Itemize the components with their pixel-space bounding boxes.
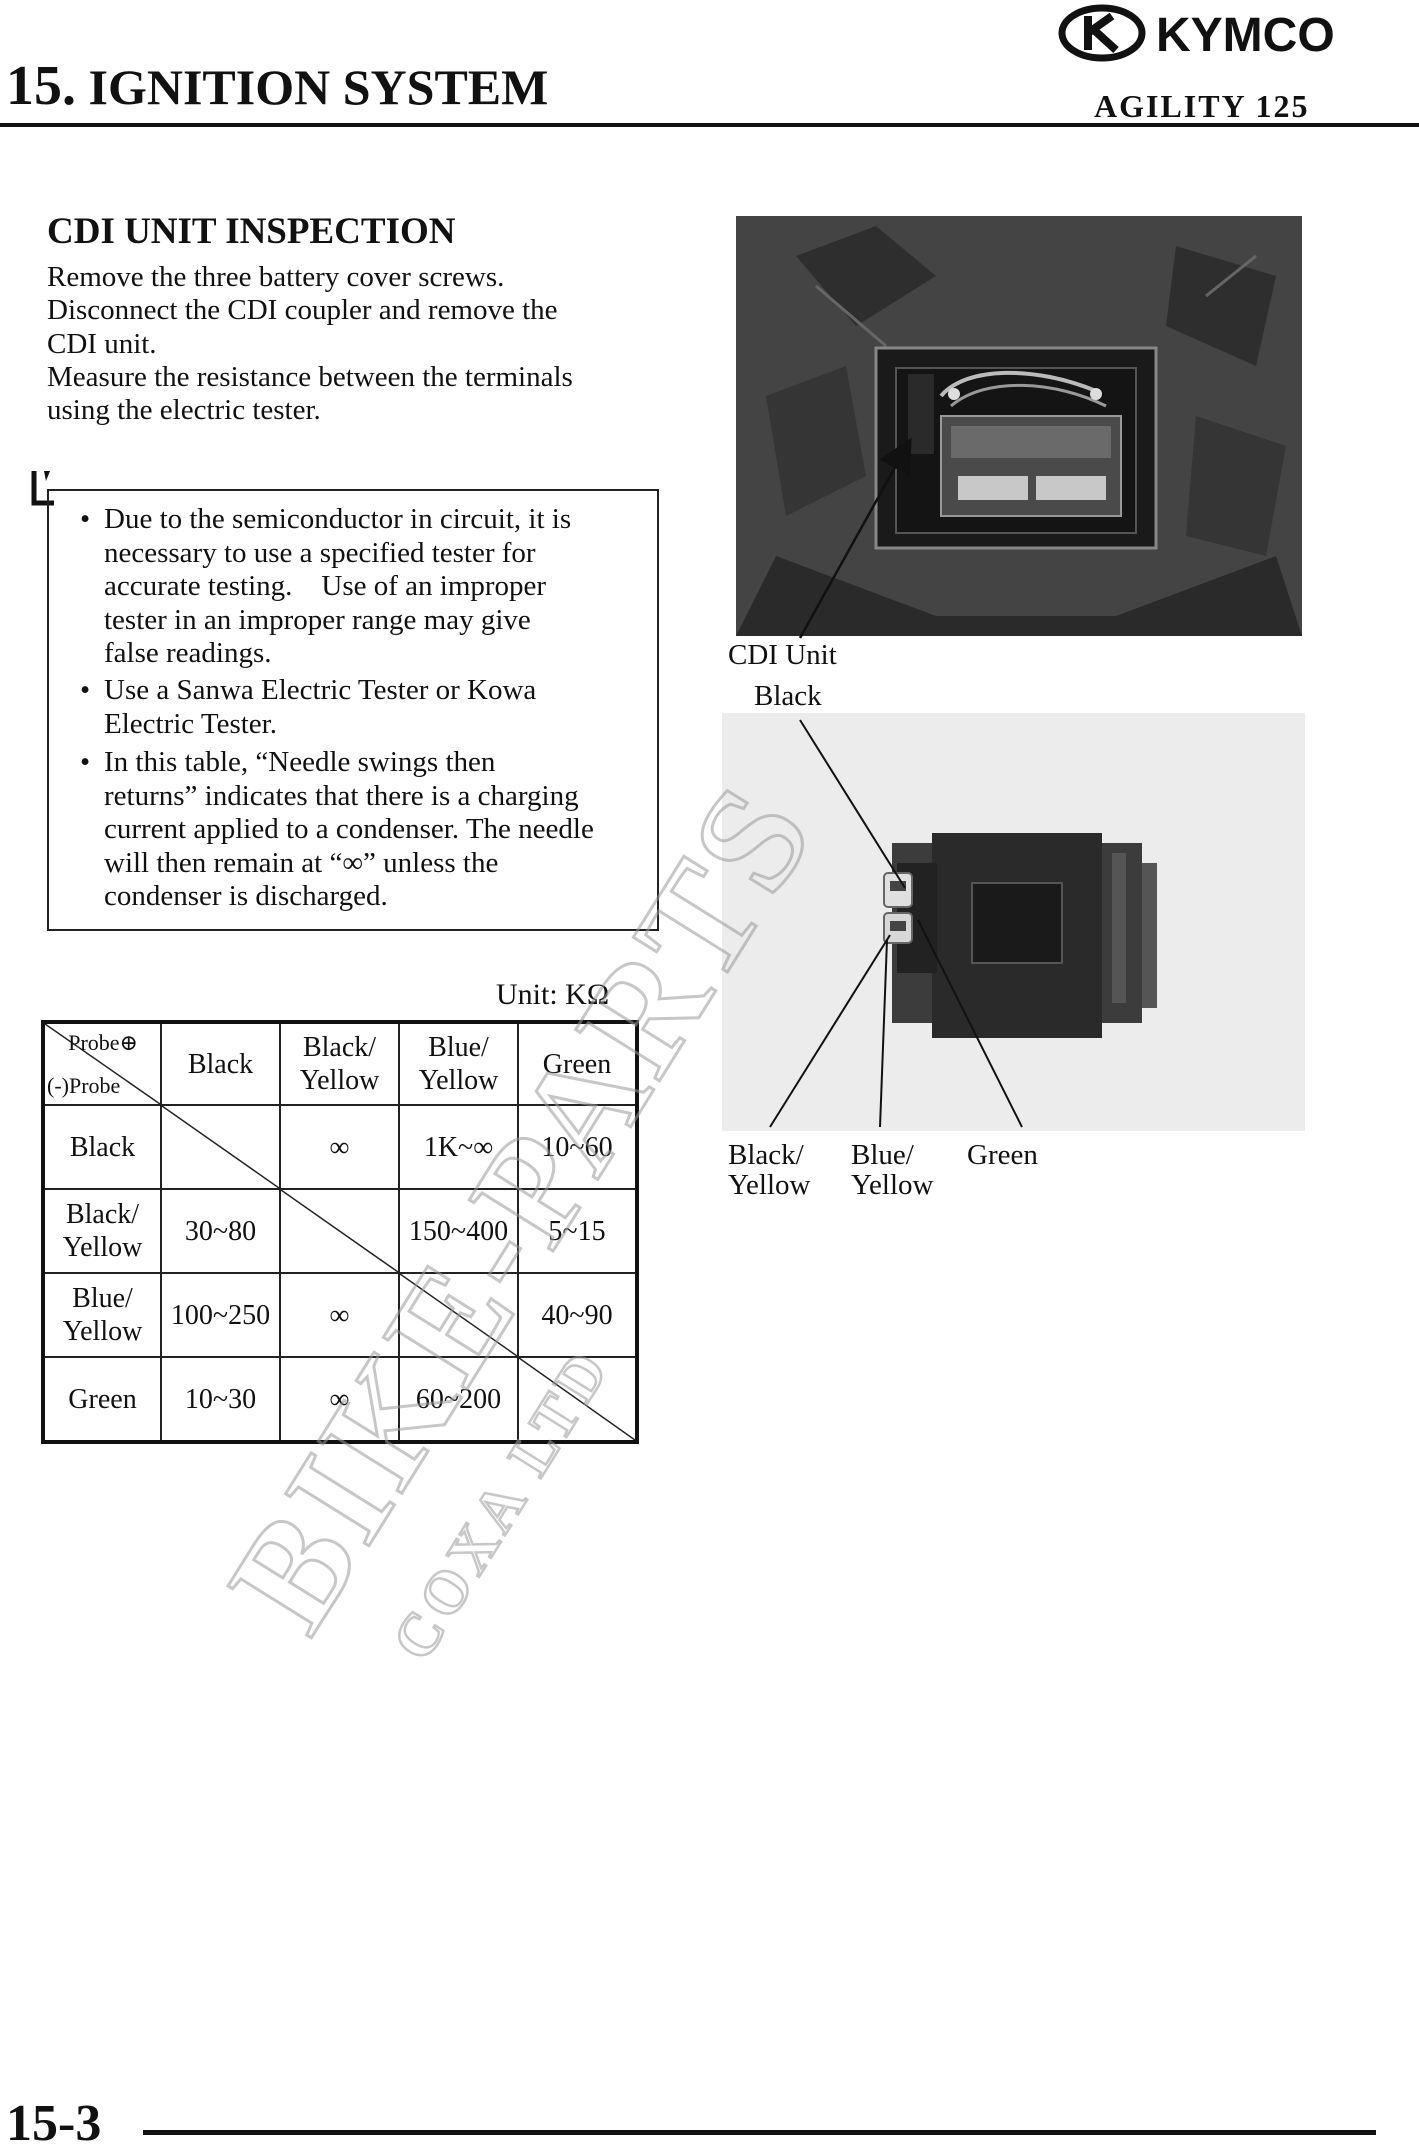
instruction-line: Measure the resistance between the termi… <box>47 361 573 393</box>
row-header: Green <box>42 1356 162 1443</box>
table-cell: 1K~∞ <box>398 1104 519 1190</box>
table-cell: 150~400 <box>398 1188 519 1274</box>
blue-yellow-wire-label: Blue/Yellow <box>851 1139 934 1201</box>
probe-minus-label: (-)Probe <box>47 1073 121 1098</box>
chapter-title: 15. IGNITION SYSTEM <box>6 58 548 114</box>
column-header: Black <box>160 1021 281 1106</box>
table-cell: 10~60 <box>517 1104 638 1190</box>
cdi-unit-photo <box>722 713 1305 1131</box>
probe-plus-label: Probe⊕ <box>68 1030 138 1055</box>
table-cell: 10~30 <box>160 1356 281 1443</box>
section-title: CDI UNIT INSPECTION <box>47 211 456 252</box>
table-row: Blue/Yellow 100~250 ∞ 40~90 <box>42 1272 638 1358</box>
table-header-row: Probe⊕ (-)Probe Black Black/Yellow Blue/… <box>42 1021 638 1106</box>
table-cell: 5~15 <box>517 1188 638 1274</box>
instruction-line: Remove the three battery cover screws. <box>47 261 505 293</box>
table-cell: ∞ <box>279 1272 400 1358</box>
row-header: Black <box>42 1104 162 1190</box>
table-row: Black/Yellow 30~80 150~400 5~15 <box>42 1188 638 1274</box>
column-header: Green <box>517 1021 638 1106</box>
battery-compartment-photo <box>736 216 1302 636</box>
instruction-line: Disconnect the CDI coupler and remove th… <box>47 294 558 326</box>
bullet-dot: • <box>80 503 91 535</box>
table-row: Black ∞ 1K~∞ 10~60 <box>42 1104 638 1190</box>
page-number: 15-3 <box>6 2095 102 2152</box>
probe-corner-cell: Probe⊕ (-)Probe <box>42 1021 162 1106</box>
bullet-dot: • <box>80 674 91 706</box>
table-cell: 60~200 <box>398 1356 519 1443</box>
kymco-logo: KYMCO <box>1058 4 1335 62</box>
instruction-line: CDI unit. <box>47 328 157 360</box>
table-cell: ∞ <box>279 1104 400 1190</box>
row-header: Black/Yellow <box>42 1188 162 1274</box>
footer-rule <box>143 2130 1376 2135</box>
brand-name: KYMCO <box>1156 9 1335 62</box>
caution-box <box>47 489 659 931</box>
resistance-table: Probe⊕ (-)Probe Black Black/Yellow Blue/… <box>41 1020 639 1444</box>
table-cell: 100~250 <box>160 1272 281 1358</box>
table-cell <box>517 1356 638 1443</box>
black-wire-label: Black <box>754 680 822 712</box>
table-cell: ∞ <box>279 1356 400 1443</box>
table-cell <box>160 1104 281 1190</box>
black-yellow-wire-label: Black/Yellow <box>728 1139 811 1201</box>
chapter-name: IGNITION SYSTEM <box>88 59 549 115</box>
table-cell <box>279 1188 400 1274</box>
table-row: Green 10~30 ∞ 60~200 <box>42 1356 638 1443</box>
header-rule <box>0 123 1419 127</box>
cdi-unit-label: CDI Unit <box>728 639 837 671</box>
model-name: AGILITY 125 <box>1094 88 1310 124</box>
unit-label: Unit: KΩ <box>496 978 610 1011</box>
instruction-line: using the electric tester. <box>47 394 321 426</box>
bullet-dot: • <box>80 746 91 778</box>
row-header: Blue/Yellow <box>42 1272 162 1358</box>
column-header: Blue/Yellow <box>398 1021 519 1106</box>
green-wire-label: Green <box>967 1139 1038 1171</box>
column-header: Black/Yellow <box>279 1021 400 1106</box>
table-cell: 40~90 <box>517 1272 638 1358</box>
chapter-number: 15. <box>6 55 76 117</box>
table-cell: 30~80 <box>160 1188 281 1274</box>
table-cell <box>398 1272 519 1358</box>
